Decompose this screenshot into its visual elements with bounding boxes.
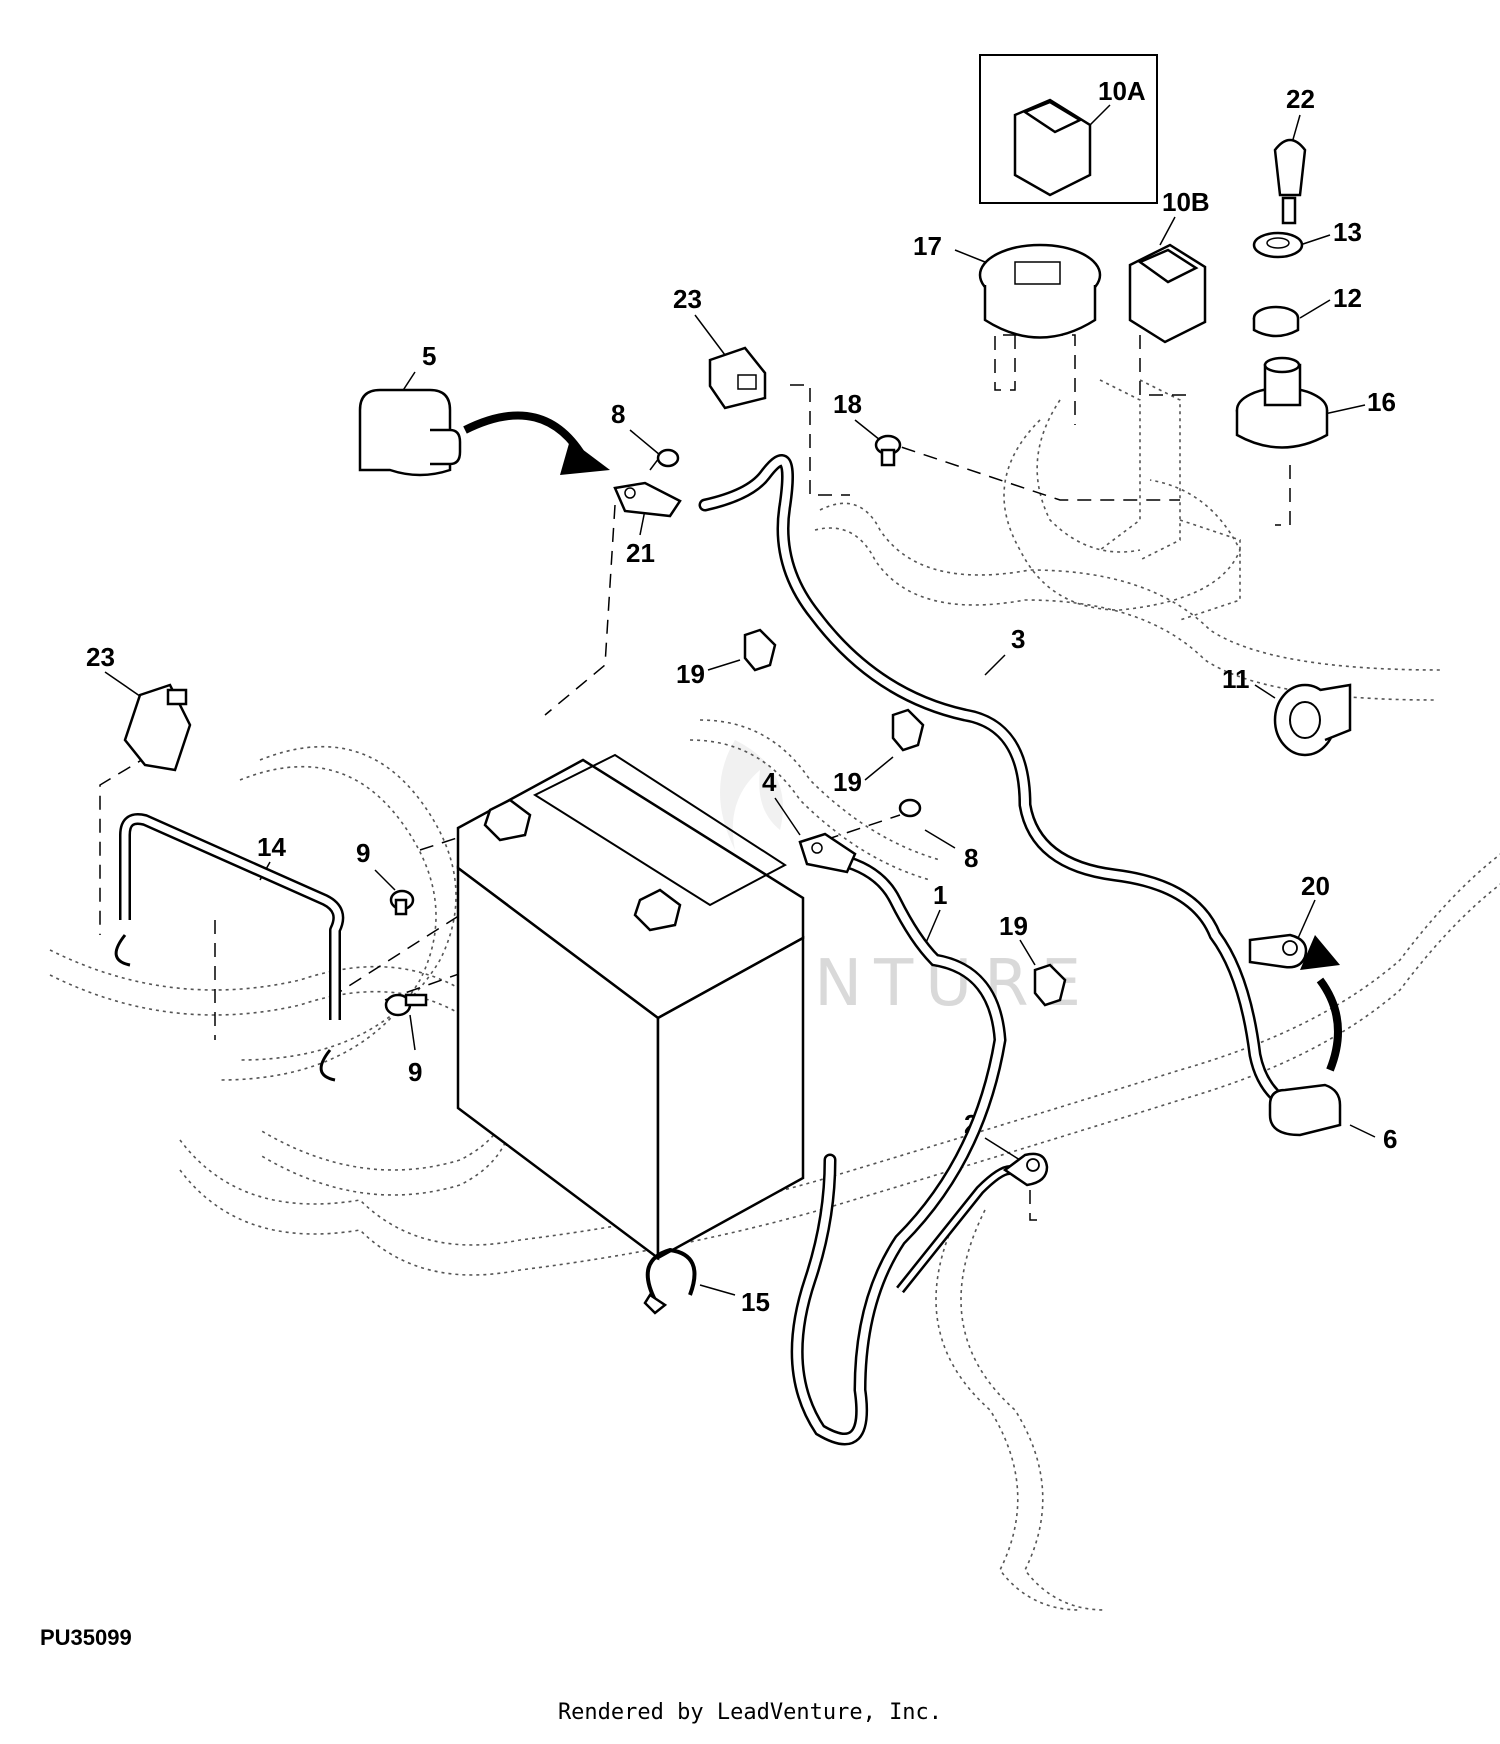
power-outlet-11 bbox=[1273, 683, 1352, 757]
callout-4: 4 bbox=[762, 767, 777, 797]
callout-19-b: 19 bbox=[833, 767, 862, 797]
plunger-switch-19-b bbox=[891, 708, 925, 752]
callout-11: 11 bbox=[1222, 664, 1250, 694]
callout-15: 15 bbox=[741, 1287, 770, 1317]
callout-5: 5 bbox=[422, 341, 436, 371]
callout-19-a: 19 bbox=[676, 659, 705, 689]
footer-credit: Rendered by LeadVenture, Inc. bbox=[557, 1700, 943, 1725]
figure-id: PU35099 bbox=[40, 1625, 132, 1650]
callout-6: 6 bbox=[1383, 1124, 1397, 1154]
callout-14: 14 bbox=[257, 832, 286, 862]
callout-23-top: 23 bbox=[673, 284, 702, 314]
terminal-20 bbox=[1248, 933, 1308, 969]
terminal-boot-5 bbox=[358, 388, 462, 477]
callout-1: 1 bbox=[933, 880, 947, 910]
nut-8-right bbox=[898, 798, 922, 818]
nut-8-top bbox=[656, 448, 680, 468]
install-arrow-6-head bbox=[1300, 935, 1340, 970]
callout-10B: 10B bbox=[1162, 187, 1210, 217]
callout-9-top: 9 bbox=[356, 838, 370, 868]
inset-box-10A bbox=[979, 54, 1158, 204]
callout-17: 17 bbox=[913, 231, 942, 261]
callout-8-top: 8 bbox=[611, 399, 625, 429]
hour-meter-17 bbox=[978, 243, 1102, 339]
rocker-switch-10A bbox=[1013, 98, 1092, 197]
nut-12 bbox=[1252, 305, 1300, 338]
bolt-9-bottom bbox=[384, 993, 428, 1017]
leader-lines bbox=[104, 104, 1376, 1296]
callout-23-left: 23 bbox=[86, 642, 115, 672]
callout-19-c: 19 bbox=[999, 911, 1028, 941]
washer-13 bbox=[1252, 231, 1304, 259]
wiring-harness-outline bbox=[49, 379, 1500, 1611]
plunger-switch-19-a bbox=[743, 628, 777, 672]
plunger-switch-19-c bbox=[1033, 963, 1067, 1007]
watermark-logo bbox=[720, 740, 783, 850]
connector-23-top bbox=[708, 346, 767, 410]
callout-21: 21 bbox=[626, 538, 655, 568]
callout-3: 3 bbox=[1011, 624, 1025, 654]
ignition-switch-16 bbox=[1235, 356, 1329, 449]
callout-22: 22 bbox=[1286, 84, 1315, 114]
positive-cable-3 bbox=[698, 454, 1322, 1122]
install-arrow-5-head bbox=[560, 440, 610, 475]
callout-12: 12 bbox=[1333, 283, 1362, 313]
callout-10A: 10A bbox=[1098, 76, 1146, 106]
terminal-21 bbox=[613, 481, 682, 518]
hold-down-strap-14 bbox=[114, 813, 345, 1082]
callout-8-right: 8 bbox=[964, 843, 978, 873]
rocker-switch-10B bbox=[1128, 243, 1207, 344]
ground-cable-2 bbox=[896, 1152, 1049, 1294]
key-22 bbox=[1273, 138, 1307, 225]
callout-16: 16 bbox=[1367, 387, 1396, 417]
callout-9-bottom: 9 bbox=[408, 1057, 422, 1087]
negative-cable-1 bbox=[790, 853, 1007, 1446]
callout-20: 20 bbox=[1301, 871, 1330, 901]
connector-23-left bbox=[123, 683, 192, 772]
terminal-4 bbox=[798, 832, 857, 874]
bolt-9-top bbox=[389, 889, 415, 916]
callout-13: 13 bbox=[1333, 217, 1362, 247]
install-arrow-6 bbox=[1316, 977, 1342, 1072]
screw-18 bbox=[874, 434, 902, 467]
cable-tie-15 bbox=[643, 1247, 697, 1315]
terminal-boot-6 bbox=[1268, 1083, 1342, 1137]
callout-18: 18 bbox=[833, 389, 862, 419]
battery-7 bbox=[456, 753, 805, 1261]
